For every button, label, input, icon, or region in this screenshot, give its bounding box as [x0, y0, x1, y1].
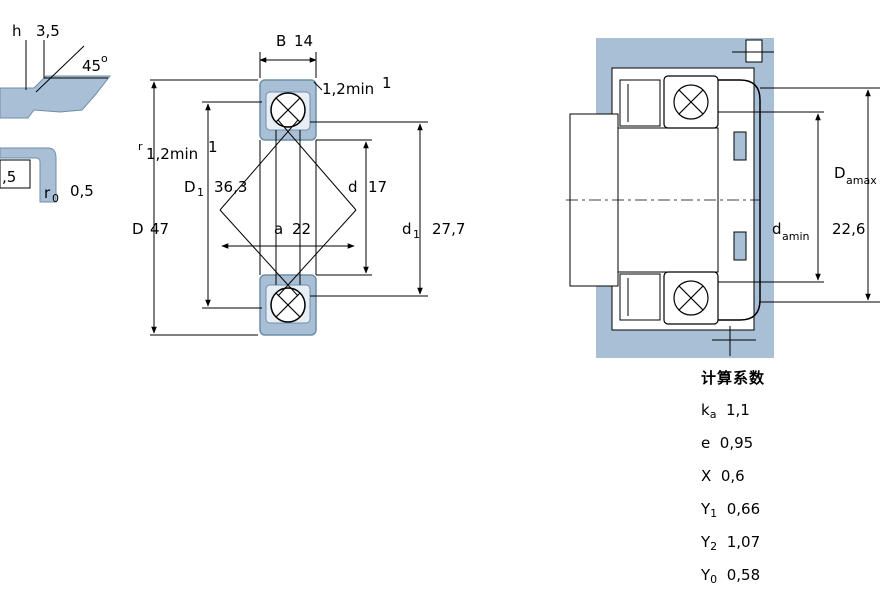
Da-label: D [834, 164, 846, 182]
B-value: 14 [294, 32, 313, 50]
angle-line [35, 45, 85, 93]
r-left-value: 1,2min [146, 145, 198, 163]
housing-bottom [596, 326, 772, 358]
factor-row: Y2 1,07 [701, 526, 765, 559]
factor-row: Y0 0,58 [701, 559, 765, 592]
ball-mount-bottom-x2 [678, 285, 704, 311]
chamfer-detail: h 3,5 45 o ,5 r 0 0,5 [0, 22, 112, 205]
da-sub: amin [782, 230, 810, 243]
factor-symbol: k [701, 401, 710, 419]
factor-row: e 0,95 [701, 427, 765, 460]
factor-value: 0,66 [726, 500, 761, 518]
factor-value: 0,6 [720, 467, 745, 485]
ball-mount-top-x2 [678, 89, 704, 115]
contact-line-2 [219, 209, 299, 297]
h-label: h [12, 22, 22, 40]
factor-subscript: a [709, 408, 717, 421]
factor-value: 0,58 [726, 566, 761, 584]
D1-label: D [184, 178, 196, 196]
a-label: a [274, 220, 283, 238]
factor-symbol: X [701, 467, 712, 485]
contact-line-3 [277, 119, 357, 211]
roller-bottom-left [619, 273, 661, 321]
d1-sub: 1 [413, 228, 420, 241]
da-value: 22,6 [832, 220, 865, 238]
a-value: 22 [292, 220, 311, 238]
d1-value: 27,7 [432, 220, 465, 238]
end-cover [718, 79, 761, 321]
D1-value: 36,3 [214, 178, 247, 196]
contact-line-1 [219, 119, 299, 211]
chamfer-profile [0, 75, 112, 119]
angle-unit: o [101, 52, 108, 65]
ball-bottom-x2 [275, 292, 301, 318]
d1-label: d [402, 220, 412, 238]
r0-value: 0,5 [70, 182, 94, 200]
r-top-leader [313, 81, 323, 91]
mounting-arrangement: D amax d amin 22,6 [566, 38, 880, 358]
r-left-label: r [138, 140, 143, 153]
r-top-value: 1,2min [322, 80, 374, 98]
housing-right [752, 38, 774, 358]
r-top-note: 1 [382, 74, 392, 92]
B-label: B [276, 32, 286, 50]
left-value: ,5 [2, 168, 16, 186]
factors-title: 计算系数 [701, 369, 766, 387]
factor-row: X 0,6 [701, 460, 765, 493]
bolt-top [745, 39, 763, 63]
factor-symbol: Y [701, 500, 711, 518]
locknut-top [733, 131, 747, 161]
ball-top-x2 [275, 97, 301, 123]
d-label: d [348, 178, 358, 196]
factor-symbol: e [701, 434, 711, 452]
r-left-note: 1 [208, 138, 218, 156]
roller-top-left [619, 79, 661, 127]
da-label: d [772, 220, 782, 238]
locknut-bottom [733, 231, 747, 261]
d-value: 17 [368, 178, 387, 196]
housing-top [596, 38, 772, 72]
factor-symbol: Y [701, 566, 711, 584]
radius-profile [0, 147, 57, 203]
bearing-section: B 14 1,2min 1 r 1,2min 1 D 47 D 1 36,3 d… [132, 32, 465, 336]
D1-sub: 1 [197, 186, 204, 199]
factor-value: 1,1 [725, 401, 750, 419]
D-label: D [132, 220, 144, 238]
angle-value: 45 [82, 57, 101, 75]
factor-row: ka 1,1 [701, 394, 765, 427]
factor-subscript: 0 [710, 573, 718, 586]
r0-sub: 0 [52, 192, 59, 205]
factor-subscript: 1 [710, 507, 718, 520]
factor-subscript: 2 [710, 540, 718, 553]
factor-value: 0,95 [719, 434, 754, 452]
factor-value: 1,07 [726, 533, 761, 551]
D-value: 47 [150, 220, 169, 238]
radius-box [0, 159, 31, 189]
h-value: 3,5 [36, 22, 60, 40]
factor-row: Y1 0,66 [701, 493, 765, 526]
r0-label: r [44, 184, 51, 202]
calculation-factors: 计算系数 ka 1,1 e 0,95 X 0,6 Y1 0,66 Y2 1,07… [701, 367, 765, 592]
factor-symbol: Y [701, 533, 711, 551]
contact-line-4 [277, 209, 357, 297]
Da-sub: amax [846, 174, 877, 187]
